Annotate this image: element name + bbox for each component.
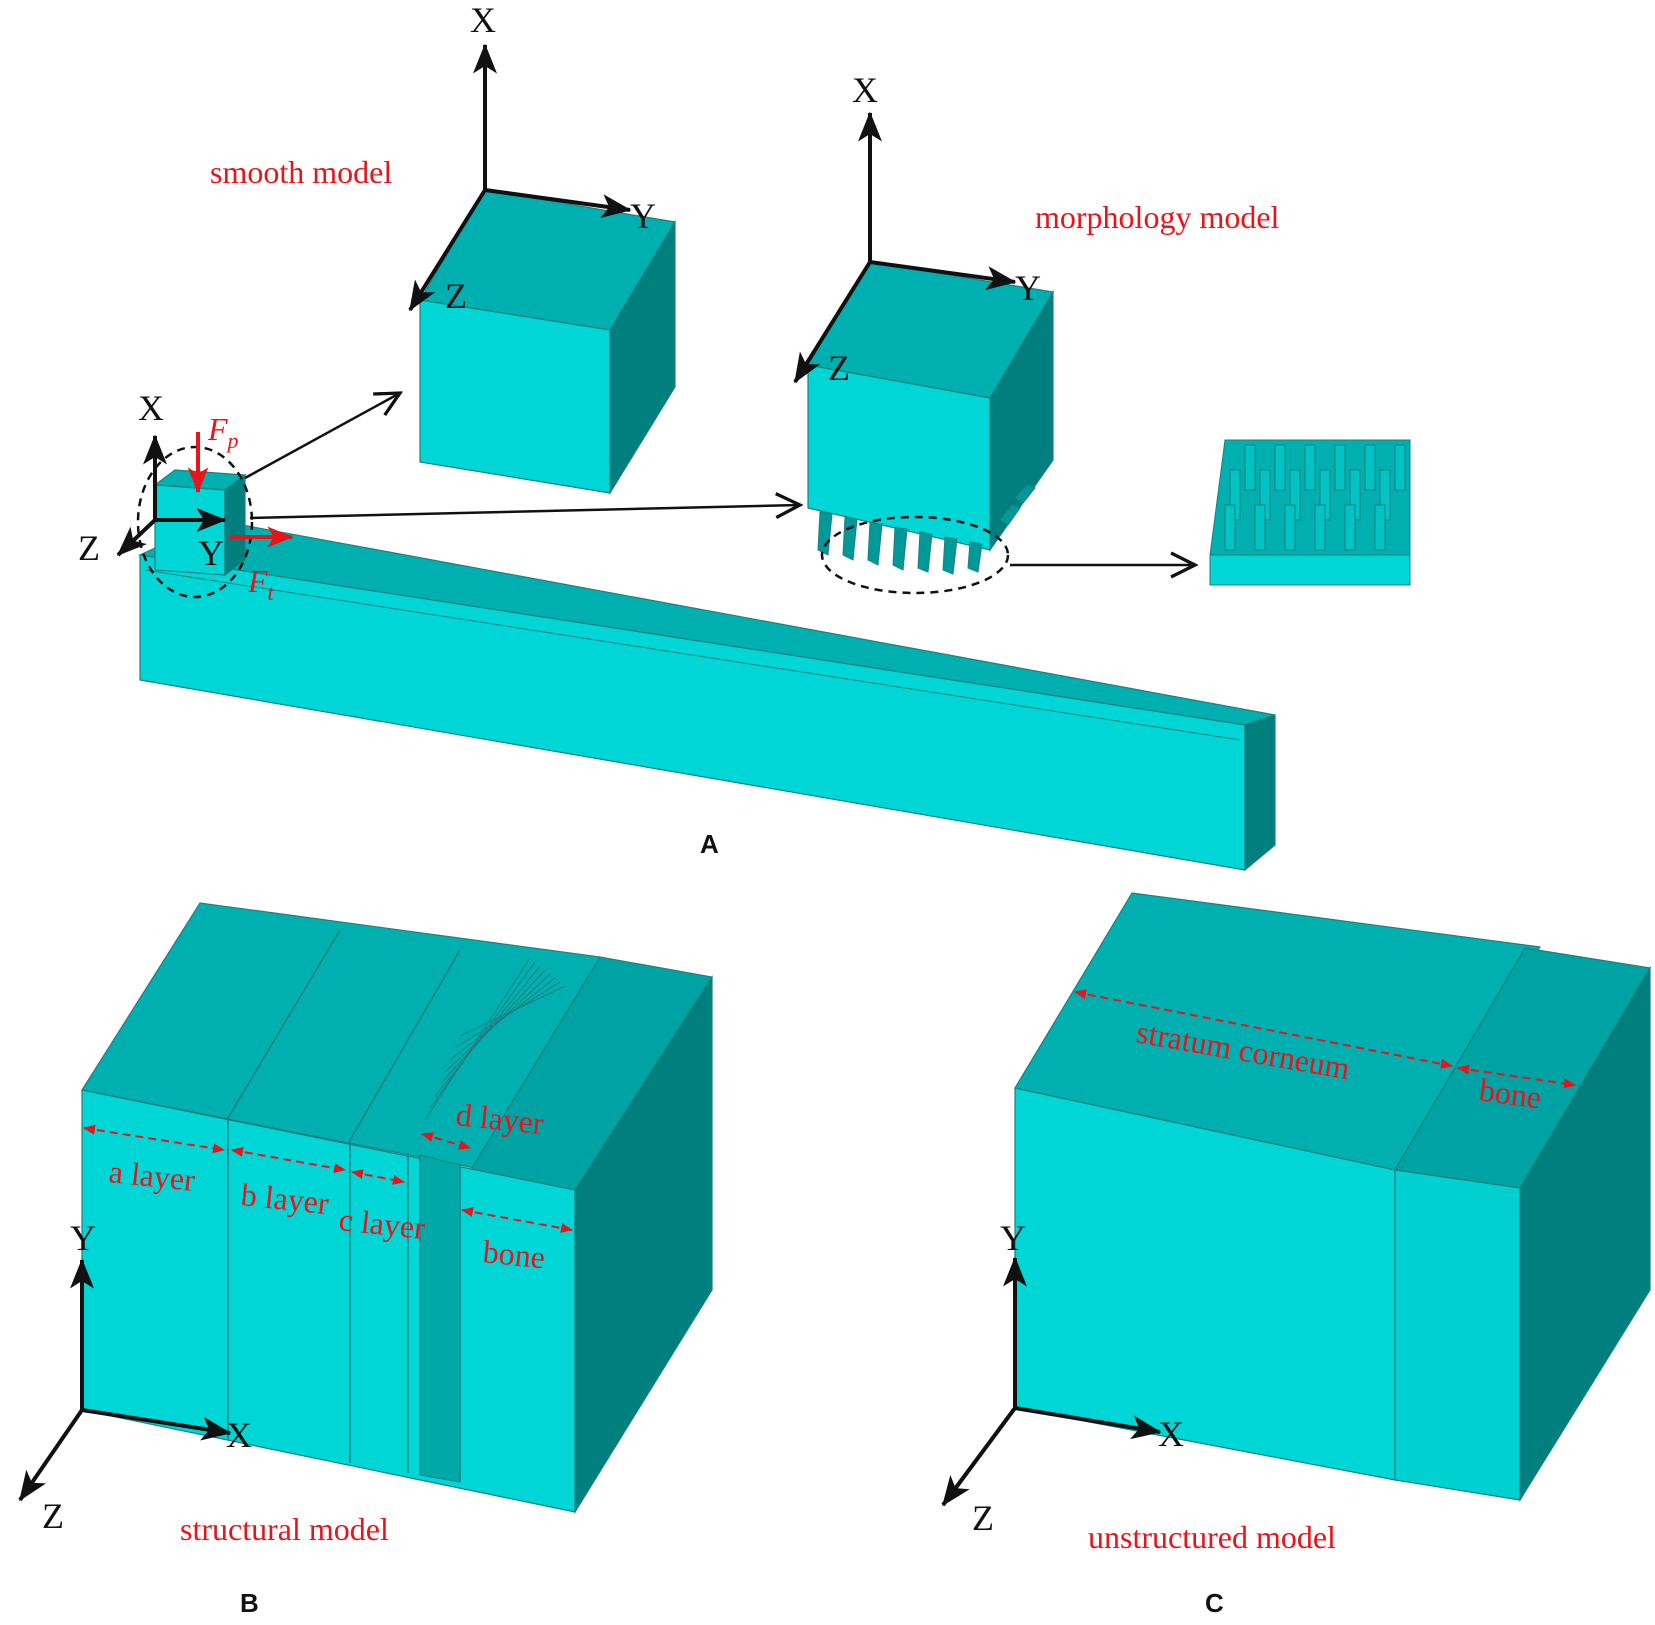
panel-c: stratum corneum bone Y X Z unstructured …	[941, 892, 1651, 1618]
structural-axes: Y X Z	[18, 1218, 252, 1536]
structural-axis-y-label: Y	[70, 1218, 96, 1258]
morphology-model-cube	[807, 261, 1054, 575]
unstructured-axis-z-label: Z	[972, 1498, 994, 1538]
morph-axis-x-label: X	[852, 70, 878, 110]
slider-highlight-circle	[136, 445, 254, 599]
smooth-axis-z-label: Z	[445, 276, 467, 316]
structural-layer-labels: a layer b layer c layer d layer bone	[107, 1096, 547, 1275]
smooth-axis-y-label: Y	[630, 196, 656, 236]
texture-base-plate	[1209, 554, 1411, 586]
c-layer-dimension	[351, 1169, 405, 1185]
structural-model-title: structural model	[180, 1511, 389, 1547]
c-layer-label: c layer	[337, 1201, 427, 1246]
bone-label-b: bone	[481, 1233, 547, 1275]
structural-axis-x-label: X	[226, 1415, 252, 1455]
texture-fins	[1224, 444, 1406, 551]
structural-axis-z-label: Z	[42, 1496, 64, 1536]
unstructured-bone-front-face	[1394, 1169, 1521, 1501]
slider-axis-z-arrow	[116, 518, 157, 557]
rail-side-face	[1244, 714, 1276, 872]
unstructured-dimension-arrows	[1074, 989, 1576, 1089]
unstructured-axis-x-label: X	[1158, 1414, 1184, 1454]
slider-axis-z-label: Z	[78, 528, 100, 568]
smooth-cube-front-face	[419, 299, 611, 494]
morphology-model-axes: X Y Z	[793, 70, 1041, 388]
bone-label-c: bone	[1477, 1071, 1544, 1115]
unstructured-axis-x-arrow	[1014, 1406, 1162, 1440]
structural-axis-x-arrow	[81, 1408, 232, 1441]
smooth-cube-side-face	[609, 219, 676, 496]
slider-side-face	[224, 473, 246, 577]
structural-d-layer-hatching	[424, 957, 566, 1121]
slider-axes: X Y Z	[78, 388, 227, 573]
panel-a-label: A	[700, 829, 719, 859]
structural-axis-z-arrow	[18, 1408, 84, 1502]
rail-top-edge	[144, 569, 1241, 741]
panel-b: a layer b layer c layer d layer bone Y X…	[18, 902, 713, 1618]
morph-axis-z-arrow	[793, 260, 872, 384]
rail-front-face	[139, 554, 1246, 871]
smooth-axis-y-arrow	[484, 188, 632, 218]
unstructured-axis-z-arrow	[941, 1406, 1017, 1507]
morph-cube-side-face	[989, 289, 1054, 552]
morph-cube-spikes	[817, 484, 1036, 575]
morphology-model-title: morphology model	[1035, 199, 1280, 235]
unstructured-model-title: unstructured model	[1088, 1519, 1336, 1555]
pointer-to-smooth-model	[244, 393, 400, 480]
bone-dimension-c	[1457, 1064, 1576, 1089]
morph-spikes-highlight-circle	[820, 515, 1010, 595]
smooth-axis-z-arrow	[408, 188, 487, 312]
smooth-model-title: smooth model	[210, 154, 392, 190]
rail-block	[137, 519, 1276, 872]
a-layer-label: a layer	[107, 1153, 197, 1198]
unstructured-axes: Y X Z	[941, 1218, 1184, 1538]
panel-a: X Y Z Fp Ft X Y Z smooth model	[78, 0, 1411, 872]
panel-c-label: C	[1205, 1588, 1224, 1618]
morph-axis-y-arrow	[869, 260, 1017, 290]
d-layer-dimension	[421, 1132, 471, 1150]
panel-b-label: B	[240, 1588, 259, 1618]
loading-forces: Fp Ft	[187, 411, 294, 605]
a-layer-dimension	[83, 1124, 225, 1154]
normal-force-label: Fp	[207, 411, 239, 453]
unstructured-axis-y-label: Y	[1000, 1218, 1026, 1258]
smooth-model-cube	[419, 189, 676, 496]
structural-dimension-arrows	[83, 1124, 573, 1233]
tangential-force-label: Ft	[247, 563, 275, 605]
smooth-model-axes: X Y Z	[408, 0, 656, 316]
slider-axis-x-label: X	[138, 388, 164, 428]
unstructured-side-face	[1519, 965, 1651, 1503]
pointer-to-morphology-model	[249, 505, 800, 520]
structural-side-face	[574, 974, 713, 1515]
structural-d-layer-face	[419, 1154, 461, 1483]
bone-dimension-b	[461, 1207, 573, 1233]
smooth-axis-x-label: X	[470, 0, 496, 40]
b-layer-dimension	[231, 1146, 346, 1174]
morph-axis-y-label: Y	[1015, 268, 1041, 308]
slider-axis-y-label: Y	[198, 533, 224, 573]
texture-detail-patch	[1209, 439, 1411, 586]
morph-axis-z-label: Z	[828, 348, 850, 388]
